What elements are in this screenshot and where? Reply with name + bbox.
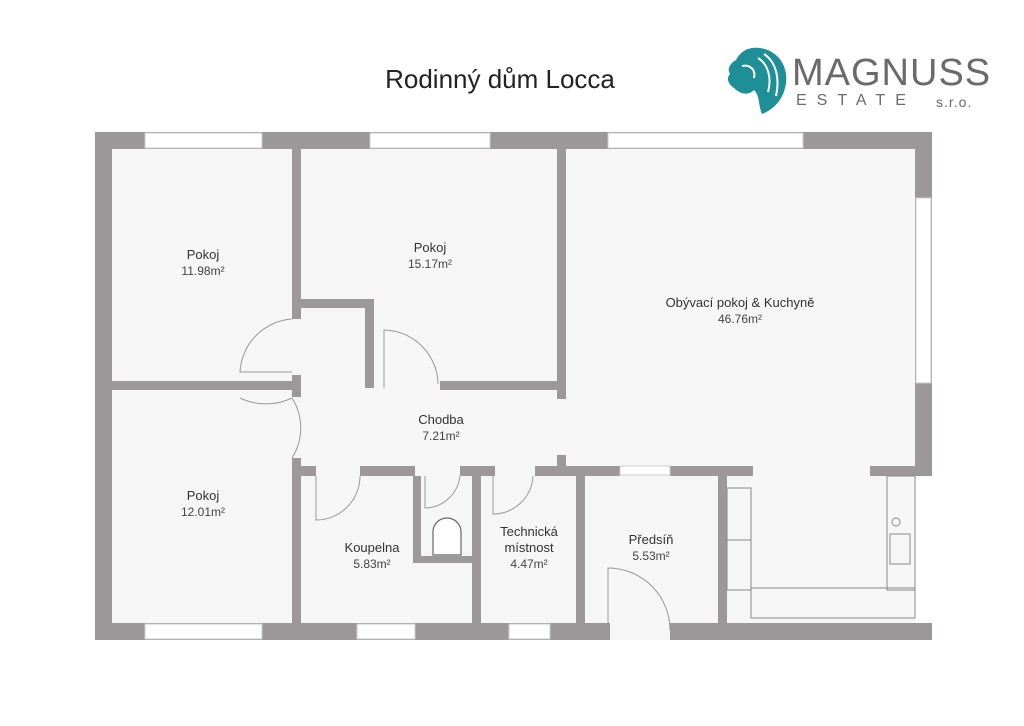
room-label: Koupelna 5.83m² <box>345 540 400 572</box>
company-logo: MAGNUSS ESTATE s.r.o. <box>722 44 992 124</box>
room-label: Pokoj 11.98m² <box>181 247 224 279</box>
logo-sub: ESTATE <box>796 92 916 109</box>
room-name: Obývací pokoj & Kuchyně <box>665 295 815 310</box>
room-name: Pokoj <box>186 488 220 503</box>
room-area: 15.17m² <box>407 257 453 271</box>
room-label: Předsíň 5.53m² <box>629 532 674 564</box>
room-label: Chodba 7.21m² <box>418 412 464 444</box>
room-name: Předsíň <box>628 532 674 547</box>
room-area: 5.83m² <box>353 557 391 571</box>
plan-title: Rodinný dům Locca <box>385 64 615 94</box>
room-name: Chodba <box>418 412 464 427</box>
room-name: Koupelna <box>344 540 400 555</box>
logo-suffix: s.r.o. <box>936 94 973 110</box>
room-name: Pokoj <box>186 247 220 262</box>
kitchen-counters <box>726 475 916 619</box>
room-area: 46.76m² <box>717 312 763 326</box>
windows <box>144 132 932 640</box>
toilet-icon <box>432 517 462 556</box>
room-label: Pokoj 12.01m² <box>181 488 225 520</box>
room-area: 4.47m² <box>510 557 548 571</box>
lion-logo-icon <box>727 47 787 114</box>
room-label: Pokoj 15.17m² <box>408 240 452 272</box>
room-area: 11.98m² <box>181 264 225 278</box>
room-area: 7.21m² <box>422 429 460 443</box>
room-area: 5.53m² <box>632 549 670 563</box>
doors <box>239 318 671 631</box>
room-label: Obývací pokoj & Kuchyně 46.76m² <box>666 295 815 327</box>
room-name: Pokoj <box>413 240 447 255</box>
room-name: Technická místnost <box>500 524 558 555</box>
room-label: Technická místnost 4.47m² <box>494 524 564 572</box>
room-area: 12.01m² <box>180 505 226 519</box>
logo-brand: MAGNUSS <box>792 52 992 94</box>
